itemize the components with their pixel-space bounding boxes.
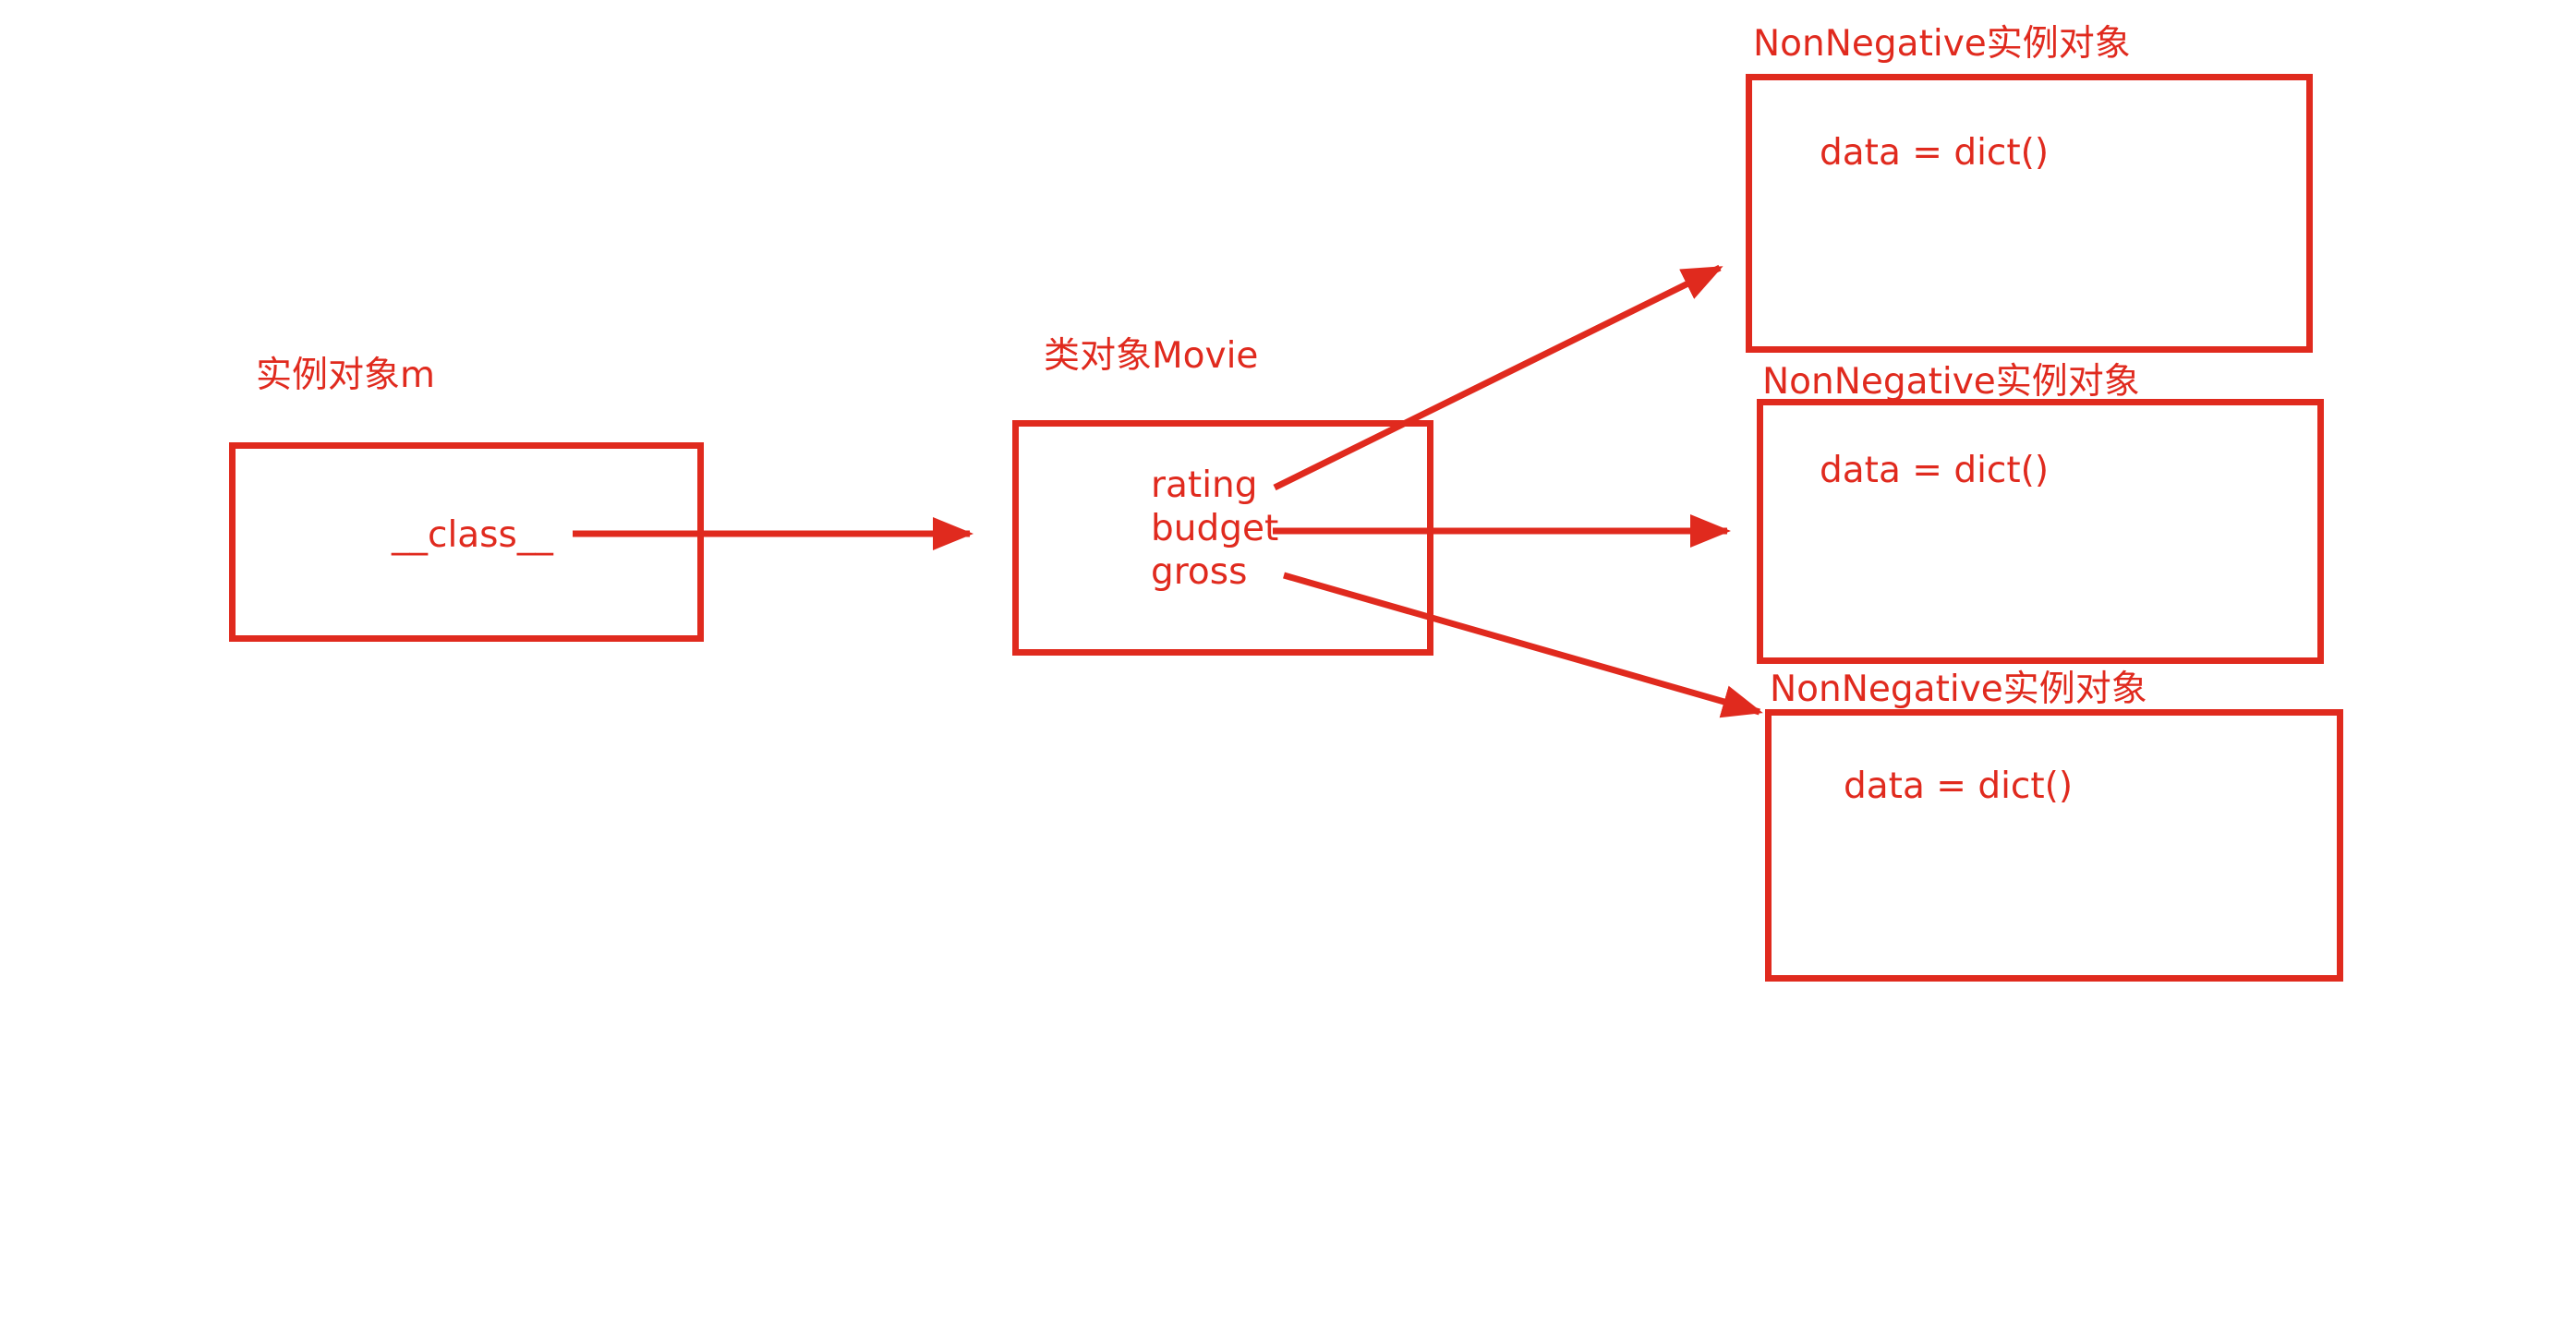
- descriptor-1-box: [1746, 74, 2313, 353]
- class-movie-box: [1012, 420, 1433, 656]
- field-gross: gross: [1151, 551, 1248, 593]
- descriptor-2-box: [1757, 399, 2324, 664]
- class-movie-fields: rating budget gross: [1151, 464, 1278, 594]
- gross-arrow: [1283, 572, 1763, 718]
- descriptor-3-content: data = dict(): [1844, 765, 2074, 807]
- descriptor-2-title: NonNegative实例对象: [1762, 361, 2140, 403]
- descriptor-1-title: NonNegative实例对象: [1753, 23, 2131, 65]
- field-rating: rating: [1151, 464, 1258, 506]
- instance-m-box: [229, 442, 704, 642]
- class-movie-title: 类对象Movie: [1044, 335, 1259, 377]
- descriptor-3-box: [1765, 709, 2343, 982]
- field-budget: budget: [1151, 508, 1279, 549]
- instance-m-class-field: __class__: [392, 514, 553, 556]
- instance-m-title: 实例对象m: [256, 355, 435, 396]
- descriptor-1-content: data = dict(): [1820, 132, 2050, 174]
- rating-arrow: [1273, 264, 1723, 491]
- descriptor-3-title: NonNegative实例对象: [1770, 669, 2147, 710]
- descriptor-2-content: data = dict(): [1820, 450, 2050, 491]
